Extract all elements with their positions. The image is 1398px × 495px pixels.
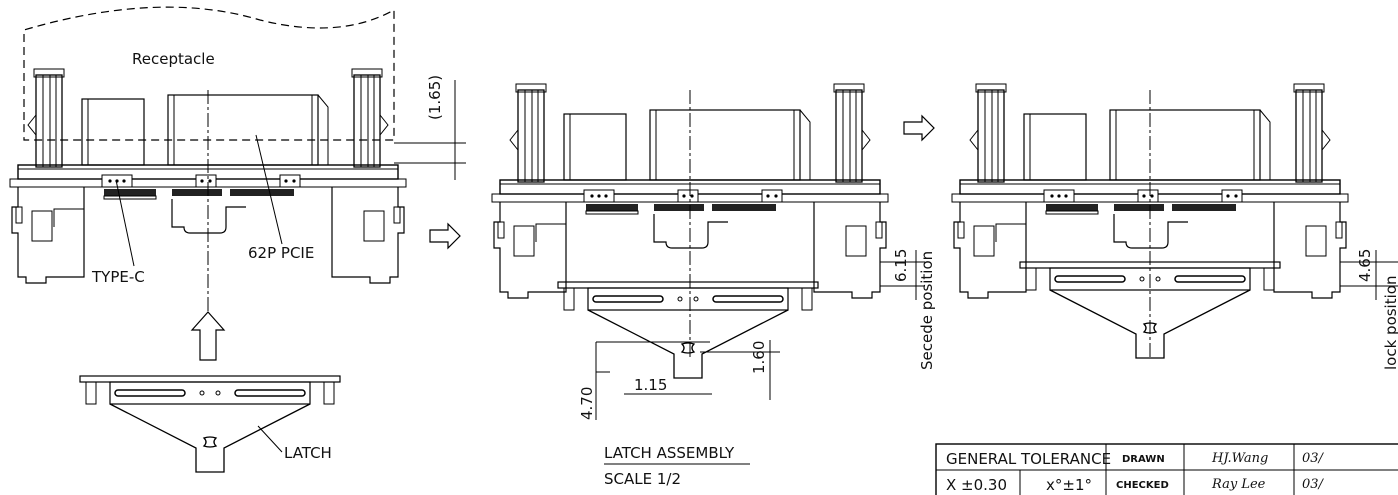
drawn-label: DRAWN: [1122, 454, 1165, 465]
title-block: GENERAL TOLERANCE DRAWN HJ.Wang 03/ X ±0…: [935, 443, 1398, 495]
dim-4-70: 4.70: [578, 387, 596, 420]
center-view: 6.15 Secede position 4.70 1.15 1.60 LATC…: [491, 83, 936, 488]
scale-label: SCALE 1/2: [604, 470, 681, 488]
lock-position-label: lock position: [1382, 276, 1398, 370]
drawn-date: 03/: [1302, 451, 1325, 466]
dim-4-65: 4.65: [1356, 249, 1374, 282]
right-view: 4.65 lock position: [951, 83, 1398, 370]
dim-1-60: 1.60: [750, 341, 768, 374]
dim-1-15: 1.15: [634, 376, 667, 394]
pcie-label: 62P PCIE: [248, 244, 314, 262]
drawn-by: HJ.Wang: [1211, 451, 1268, 466]
tol-angle: x°±1°: [1046, 476, 1092, 494]
checked-label: CHECKED: [1116, 480, 1169, 491]
latch-label: LATCH: [284, 444, 332, 462]
type-c-label: TYPE-C: [91, 268, 145, 286]
dim-1-65: (1.65): [426, 75, 444, 120]
secede-position-label: Secede position: [918, 251, 936, 370]
dim-6-15: 6.15: [892, 249, 910, 282]
general-tolerance: GENERAL TOLERANCE: [946, 450, 1111, 468]
tol-linear: X ±0.30: [946, 476, 1007, 494]
checked-date: 03/: [1302, 477, 1325, 492]
left-view: Receptacle (1.65) TYPE-C 62P PCIE LATCH: [9, 6, 466, 473]
receptacle-label: Receptacle: [132, 50, 215, 68]
checked-by: Ray Lee: [1211, 477, 1266, 492]
assembly-title: LATCH ASSEMBLY: [604, 444, 735, 462]
